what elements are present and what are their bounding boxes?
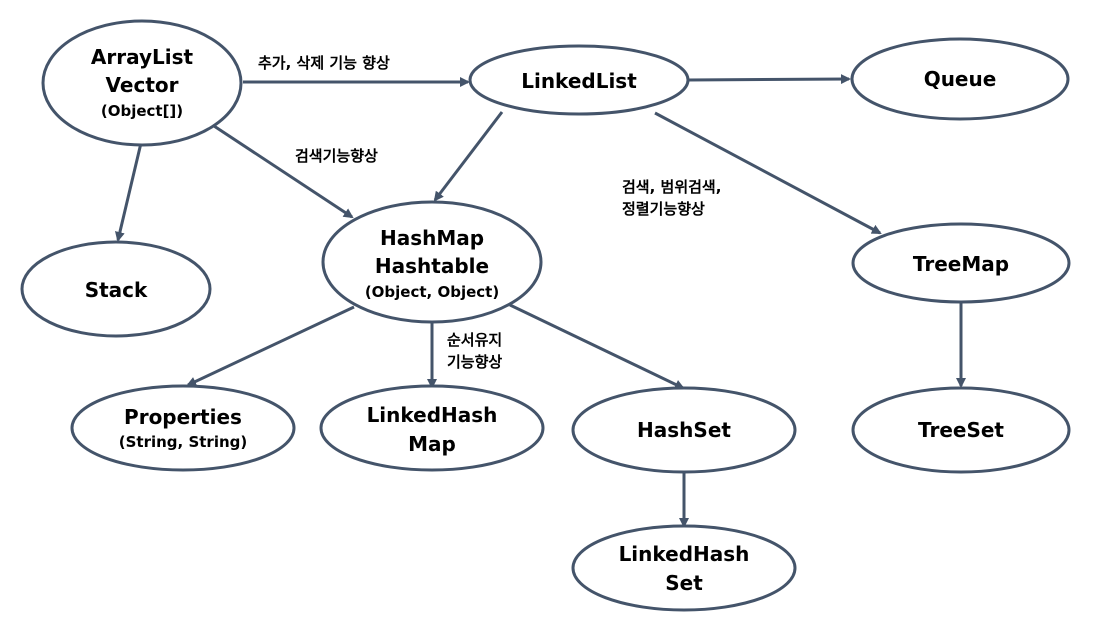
node-linkedhashset-line-2: Set (665, 571, 703, 595)
node-queue: Queue (850, 37, 1070, 121)
edge-hashmap-properties (186, 305, 355, 387)
label-order-line-2: 기능향상 (447, 353, 502, 371)
node-stack-line-1: Stack (85, 278, 148, 302)
node-linkedlist: LinkedList (468, 44, 690, 116)
label-range-search-line-2: 정렬기능향상 (622, 200, 705, 218)
node-treemap-line-1: TreeMap (913, 252, 1009, 276)
node-treeset: TreeSet (851, 386, 1071, 474)
node-properties-line-2: (String, String) (119, 433, 248, 451)
label-search: 검색기능향상 (295, 147, 378, 165)
node-linkedhashset-line-1: LinkedHash (619, 542, 750, 566)
edge-linkedlist-treemap (654, 111, 882, 235)
node-hashmap-line-2: Hashtable (375, 254, 489, 278)
edge-arraylist-hashmap (213, 124, 354, 219)
node-treeset-line-1: TreeSet (918, 418, 1004, 442)
node-linkedhashmap-line-1: LinkedHash (367, 403, 498, 427)
node-arraylist-line-1: ArrayList (91, 45, 194, 69)
node-arraylist-line-3: (Object[]) (101, 102, 183, 120)
node-stack: Stack (20, 240, 212, 338)
edge-labels: 추가, 삭제 기능 향상 검색기능향상 검색, 범위검색, 정렬기능향상 순서유… (258, 54, 721, 371)
node-linkedhashmap: LinkedHash Map (319, 384, 545, 472)
node-treemap: TreeMap (851, 222, 1071, 304)
node-properties-line-1: Properties (124, 405, 242, 429)
label-range-search-line-1: 검색, 범위검색, (622, 178, 721, 196)
edge-arraylist-stack (114, 142, 143, 242)
edge-linkedlist-hashmap (433, 111, 504, 202)
node-hashmap-line-1: HashMap (380, 226, 484, 250)
node-hashmap-line-3: (Object, Object) (365, 283, 499, 301)
node-linkedhashset: LinkedHash Set (571, 524, 797, 612)
node-arraylist: ArrayList Vector (Object[]) (41, 19, 243, 147)
node-linkedhashmap-line-2: Map (408, 432, 456, 456)
node-queue-line-1: Queue (924, 67, 997, 91)
edge-hashmap-hashset (509, 303, 685, 390)
node-hashset-line-1: HashSet (637, 418, 731, 442)
edges (114, 74, 966, 528)
node-hashset: HashSet (571, 386, 797, 474)
edge-linkedlist-queue (687, 74, 851, 85)
label-add-delete: 추가, 삭제 기능 향상 (258, 54, 390, 72)
node-linkedlist-line-1: LinkedList (521, 69, 637, 93)
label-order-line-1: 순서유지 (447, 331, 502, 349)
node-arraylist-line-2: Vector (106, 73, 179, 97)
node-properties: Properties (String, String) (70, 384, 296, 472)
node-hashmap: HashMap Hashtable (Object, Object) (321, 200, 543, 324)
